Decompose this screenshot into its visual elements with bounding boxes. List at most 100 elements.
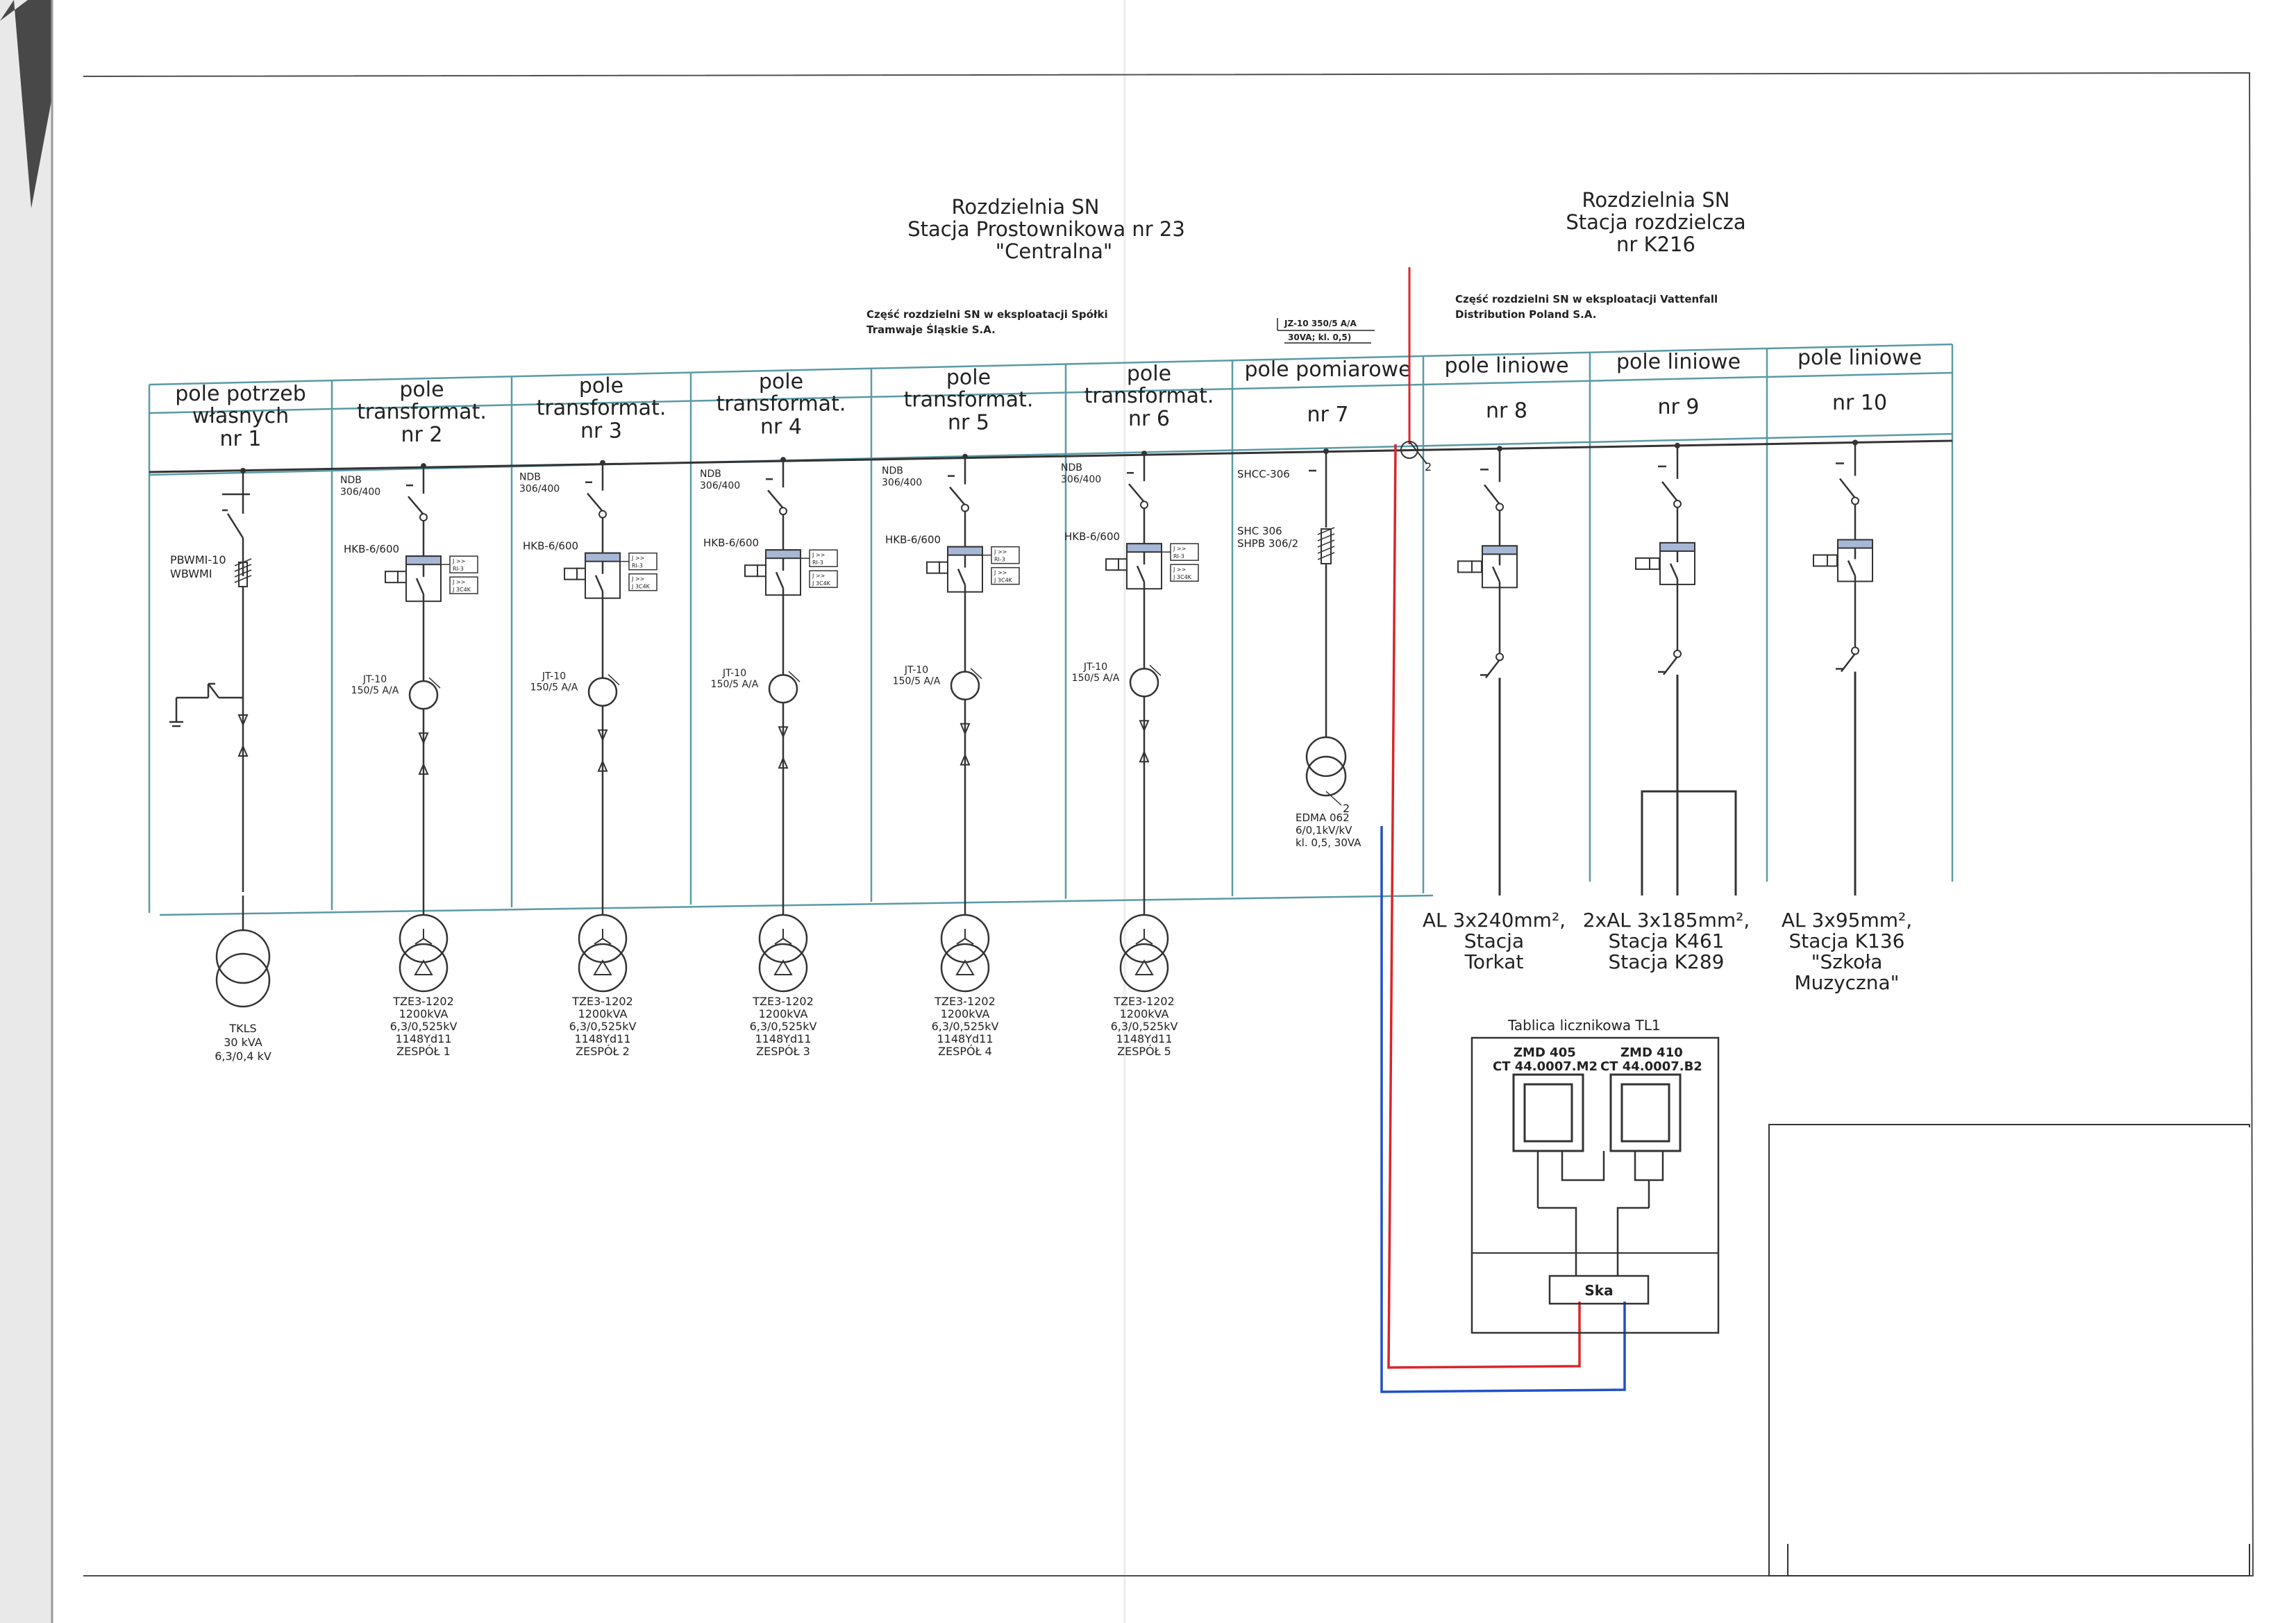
field-header-line3: nr 6 (1128, 407, 1170, 431)
relay-label: J >> (452, 558, 465, 564)
relay-label: J >> (812, 573, 825, 579)
drive-box-2 (576, 567, 586, 580)
wire (1317, 527, 1335, 535)
meter-board: Tablica licznikowa TL1 ZMD 405 CT 44.000… (1470, 1017, 1720, 1334)
transformer-group: 1148Yd11 (1116, 1032, 1172, 1045)
transformer-type: TZE3-1202 (752, 995, 814, 1008)
ct-label: JT-10 (722, 668, 746, 679)
field-header-line1: pole liniowe (1798, 346, 1922, 370)
wire (428, 677, 441, 689)
drive-box-2 (397, 571, 407, 584)
transformer-unit: ZESPÓŁ 5 (1117, 1045, 1171, 1058)
ndb-label-2: 306/400 (882, 478, 922, 489)
wire (1839, 478, 1856, 499)
boundary-ct-mark: 2 (1425, 460, 1432, 473)
field-header-line3: nr 7 (1307, 403, 1349, 427)
binding-shadow (0, 0, 52, 1623)
meter1-box (1512, 1073, 1584, 1152)
cable-termination-arrow (960, 723, 971, 736)
drawing-frame (83, 72, 2254, 1576)
ownership-right-line1: Część rozdzielni SN w eksploatacji Vatte… (1455, 293, 1718, 305)
boundary-ct-line1: JZ-10 350/5 A/A (1284, 319, 1357, 328)
circuit-breaker-head (1837, 539, 1873, 549)
wire (587, 492, 603, 512)
ct-label-2: 150/5 A/A (1072, 673, 1120, 684)
boundary-ct-line2: 30VA; kl. 0,5) (1288, 333, 1351, 342)
transformer-unit: ZESPÓŁ 3 (756, 1045, 810, 1058)
transformer-voltage: 6,3/0,525kV (932, 1020, 999, 1033)
wire (1325, 791, 1342, 806)
disconnector-contact (1851, 496, 1859, 505)
line-station: Stacja (1464, 930, 1524, 952)
voltage-transformer-2 (1305, 755, 1347, 797)
field-header-line3: nr 4 (760, 415, 802, 439)
circuit-breaker-head (947, 546, 983, 556)
transformer-voltage: 6,3/0,525kV (390, 1020, 458, 1033)
ownership-left-line1: Część rozdzielni SN w eksploatacji Spółk… (866, 308, 1108, 321)
wire (1317, 539, 1335, 548)
transformer-type: TZE3-1202 (934, 995, 996, 1008)
cable-termination-arrow (960, 753, 971, 766)
title-left: Rozdzielnia SN Stacja Prostownikowa nr 2… (907, 195, 1185, 263)
field-header-line3: nr 1 (220, 427, 262, 451)
ct-label-2: 150/5 A/A (351, 685, 399, 696)
field-header-line1: pole liniowe (1616, 350, 1741, 374)
ct-label-2: 150/5 A/A (711, 679, 759, 690)
line-station-2: "Szkoła (1811, 950, 1883, 973)
cable-termination-arrow (1139, 750, 1150, 763)
field-header-line2: transformat. (1084, 384, 1214, 408)
transformer-power: 1200kVA (1120, 1007, 1169, 1020)
vt-label: EDMA 062 (1296, 812, 1350, 824)
breaker-label-2: WBWMI (170, 567, 212, 580)
relay-label: J >> (631, 576, 644, 582)
wire (1317, 552, 1335, 560)
circuit-breaker-head (405, 555, 442, 566)
transformer-secondary (578, 943, 628, 993)
title-left-line2: Stacja Prostownikowa nr 23 (907, 217, 1185, 241)
blue-measure-wire (1380, 826, 1626, 1393)
field-header-line1: pole (1127, 362, 1171, 386)
transformer-unit: ZESPÓŁ 4 (938, 1045, 992, 1058)
transformer-primary (1119, 914, 1169, 964)
relay-box (809, 570, 838, 588)
field-header-line1: pole (946, 366, 991, 390)
star-winding-symbol (1135, 929, 1153, 945)
wire (1136, 565, 1146, 582)
meter1-name: ZMD 405 (1514, 1045, 1576, 1060)
relay-label: RI-3 (994, 557, 1005, 563)
field-header-line1: pole pomiarowe (1244, 358, 1411, 382)
double-cable-box (1641, 790, 1737, 895)
transformer-type: TZE3-1202 (392, 995, 454, 1008)
relay-label: J 3C4K (452, 587, 471, 593)
ndb-label: NDB (700, 469, 721, 480)
ska-label: Ska (1584, 1282, 1613, 1299)
wire (234, 564, 252, 572)
field-header-line3: nr 10 (1832, 391, 1887, 415)
wire (1847, 560, 1857, 577)
field-header-line3: nr 2 (401, 423, 443, 447)
field-header-line2: transformat. (357, 400, 487, 424)
ndb-label-2: 306/400 (340, 487, 380, 498)
transformer-secondary (940, 943, 990, 993)
relay-label: J >> (812, 552, 825, 558)
meter2-box (1609, 1073, 1682, 1152)
field-header-line3: nr 8 (1486, 398, 1527, 423)
transformer-power: 1200kVA (578, 1007, 628, 1020)
transformer-primary (940, 914, 990, 964)
shc-label: SHC 306 (1237, 525, 1282, 537)
ownership-left: Część rozdzielni SN w eksploatacji Spółk… (866, 308, 1108, 336)
relay-label: RI-3 (1173, 553, 1184, 560)
relay-box (991, 566, 1020, 585)
relay-label: J 3C4K (994, 578, 1013, 584)
vt-label-3: kl. 0,5, 30VA (1296, 836, 1361, 849)
star-winding-symbol (774, 929, 792, 945)
breaker-label: PBWMI-10 (170, 553, 226, 566)
ct-label: JT-10 (1083, 662, 1107, 673)
wire (408, 496, 424, 515)
line-station-2: Stacja K289 (1609, 950, 1725, 973)
ndb-label: NDB (882, 466, 903, 477)
meter-board-title: Tablica licznikowa TL1 (1507, 1017, 1661, 1034)
ndb-label-2: 306/400 (519, 484, 560, 495)
field-header-line1: pole (579, 373, 623, 398)
